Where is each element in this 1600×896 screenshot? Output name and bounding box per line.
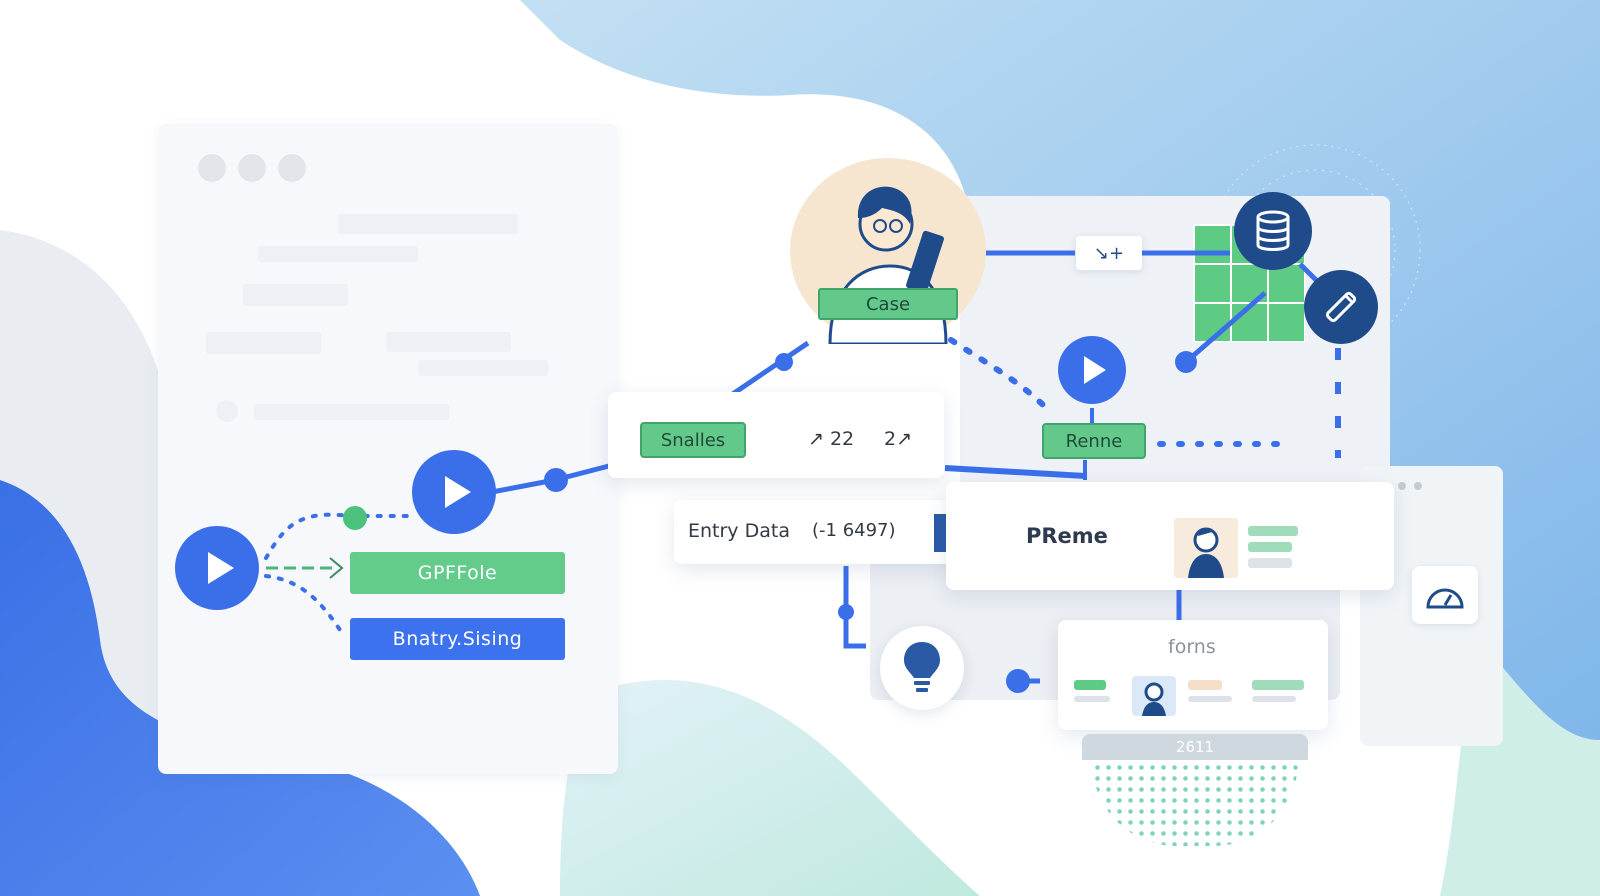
progress-bar — [1248, 526, 1298, 536]
background-window — [158, 124, 618, 774]
connector-dotted — [264, 512, 414, 560]
node-dot — [343, 506, 367, 530]
play-icon — [445, 476, 471, 508]
edit-button[interactable] — [1304, 270, 1378, 344]
placeholder-dot — [216, 400, 238, 422]
entry-data-value: (-1 6497) — [812, 520, 896, 541]
forns-title: forns — [1168, 636, 1216, 658]
case-label[interactable]: Case — [818, 288, 958, 320]
legend-swatch — [1188, 680, 1222, 690]
counter-a: ↗ 22 — [808, 428, 855, 450]
snalles-tag[interactable]: Snalles — [640, 422, 746, 458]
legend-swatch — [1074, 696, 1110, 702]
panel-dot — [1398, 482, 1406, 490]
background-dashboard — [960, 196, 1390, 496]
snalles-card: Snalles ↗ 22 2↗ — [608, 392, 944, 478]
preme-title: PReme — [1026, 524, 1108, 548]
person-avatar-icon — [1132, 676, 1176, 716]
bnatry-sising-button[interactable]: Bnatry.Sising — [350, 618, 565, 660]
play-icon — [208, 552, 234, 584]
sky-blob — [520, 0, 1600, 760]
placeholder-line — [418, 360, 548, 376]
gauge-icon — [1426, 588, 1464, 609]
legend-swatch — [1188, 696, 1232, 702]
panel-dot — [1414, 482, 1422, 490]
person-avatar-icon — [1174, 518, 1238, 578]
gpffole-button[interactable]: GPFFole — [350, 552, 565, 594]
blue-blob — [0, 480, 480, 896]
placeholder-line — [338, 214, 518, 234]
connector-dotted — [264, 574, 342, 632]
lightbulb-icon — [904, 642, 940, 692]
database-icon — [1256, 210, 1290, 251]
connector-solid — [944, 465, 1086, 479]
connector-dotted — [933, 327, 1053, 415]
placeholder-line — [243, 284, 348, 306]
forns-card: forns — [1058, 620, 1328, 730]
node-dot — [1006, 669, 1030, 693]
node-dot — [838, 604, 854, 620]
window-dot — [198, 154, 226, 182]
placeholder-line — [386, 332, 511, 352]
gauge-button[interactable] — [1412, 566, 1478, 624]
link-chip: ↘+ — [1076, 236, 1142, 270]
placeholder-line — [206, 332, 321, 354]
legend-swatch — [1074, 680, 1106, 690]
node-dot — [544, 468, 568, 492]
placeholder-line — [258, 246, 418, 262]
progress-bar — [1248, 542, 1292, 552]
green-grid — [1193, 224, 1305, 342]
node-dot — [1175, 351, 1197, 373]
preme-card: PReme — [946, 482, 1394, 590]
legend-swatch — [1252, 696, 1296, 702]
play-button-right[interactable] — [1058, 336, 1126, 404]
lightbulb-button[interactable] — [880, 626, 964, 710]
progress-bar — [1248, 558, 1292, 568]
play-icon — [1084, 356, 1106, 384]
mint-blob — [560, 680, 980, 896]
node-dot — [775, 353, 793, 371]
database-button[interactable] — [1234, 192, 1312, 270]
legend-swatch — [1252, 680, 1304, 690]
play-button-start[interactable] — [175, 526, 259, 610]
window-dot — [278, 154, 306, 182]
arrowhead — [329, 557, 344, 579]
pen-icon — [1325, 291, 1357, 323]
connector-solid — [1184, 291, 1267, 364]
play-button-middle[interactable] — [412, 450, 496, 534]
entry-data-card: Entry Data (-1 6497) — [674, 500, 960, 564]
renne-tag[interactable]: Renne — [1042, 423, 1146, 459]
entry-data-label: Entry Data — [688, 520, 790, 542]
placeholder-line — [254, 404, 449, 420]
counter-b: 2↗ — [884, 428, 913, 450]
connector-solid — [843, 566, 866, 649]
footer-number-bar: 2611 — [1082, 734, 1308, 760]
window-dot — [238, 154, 266, 182]
